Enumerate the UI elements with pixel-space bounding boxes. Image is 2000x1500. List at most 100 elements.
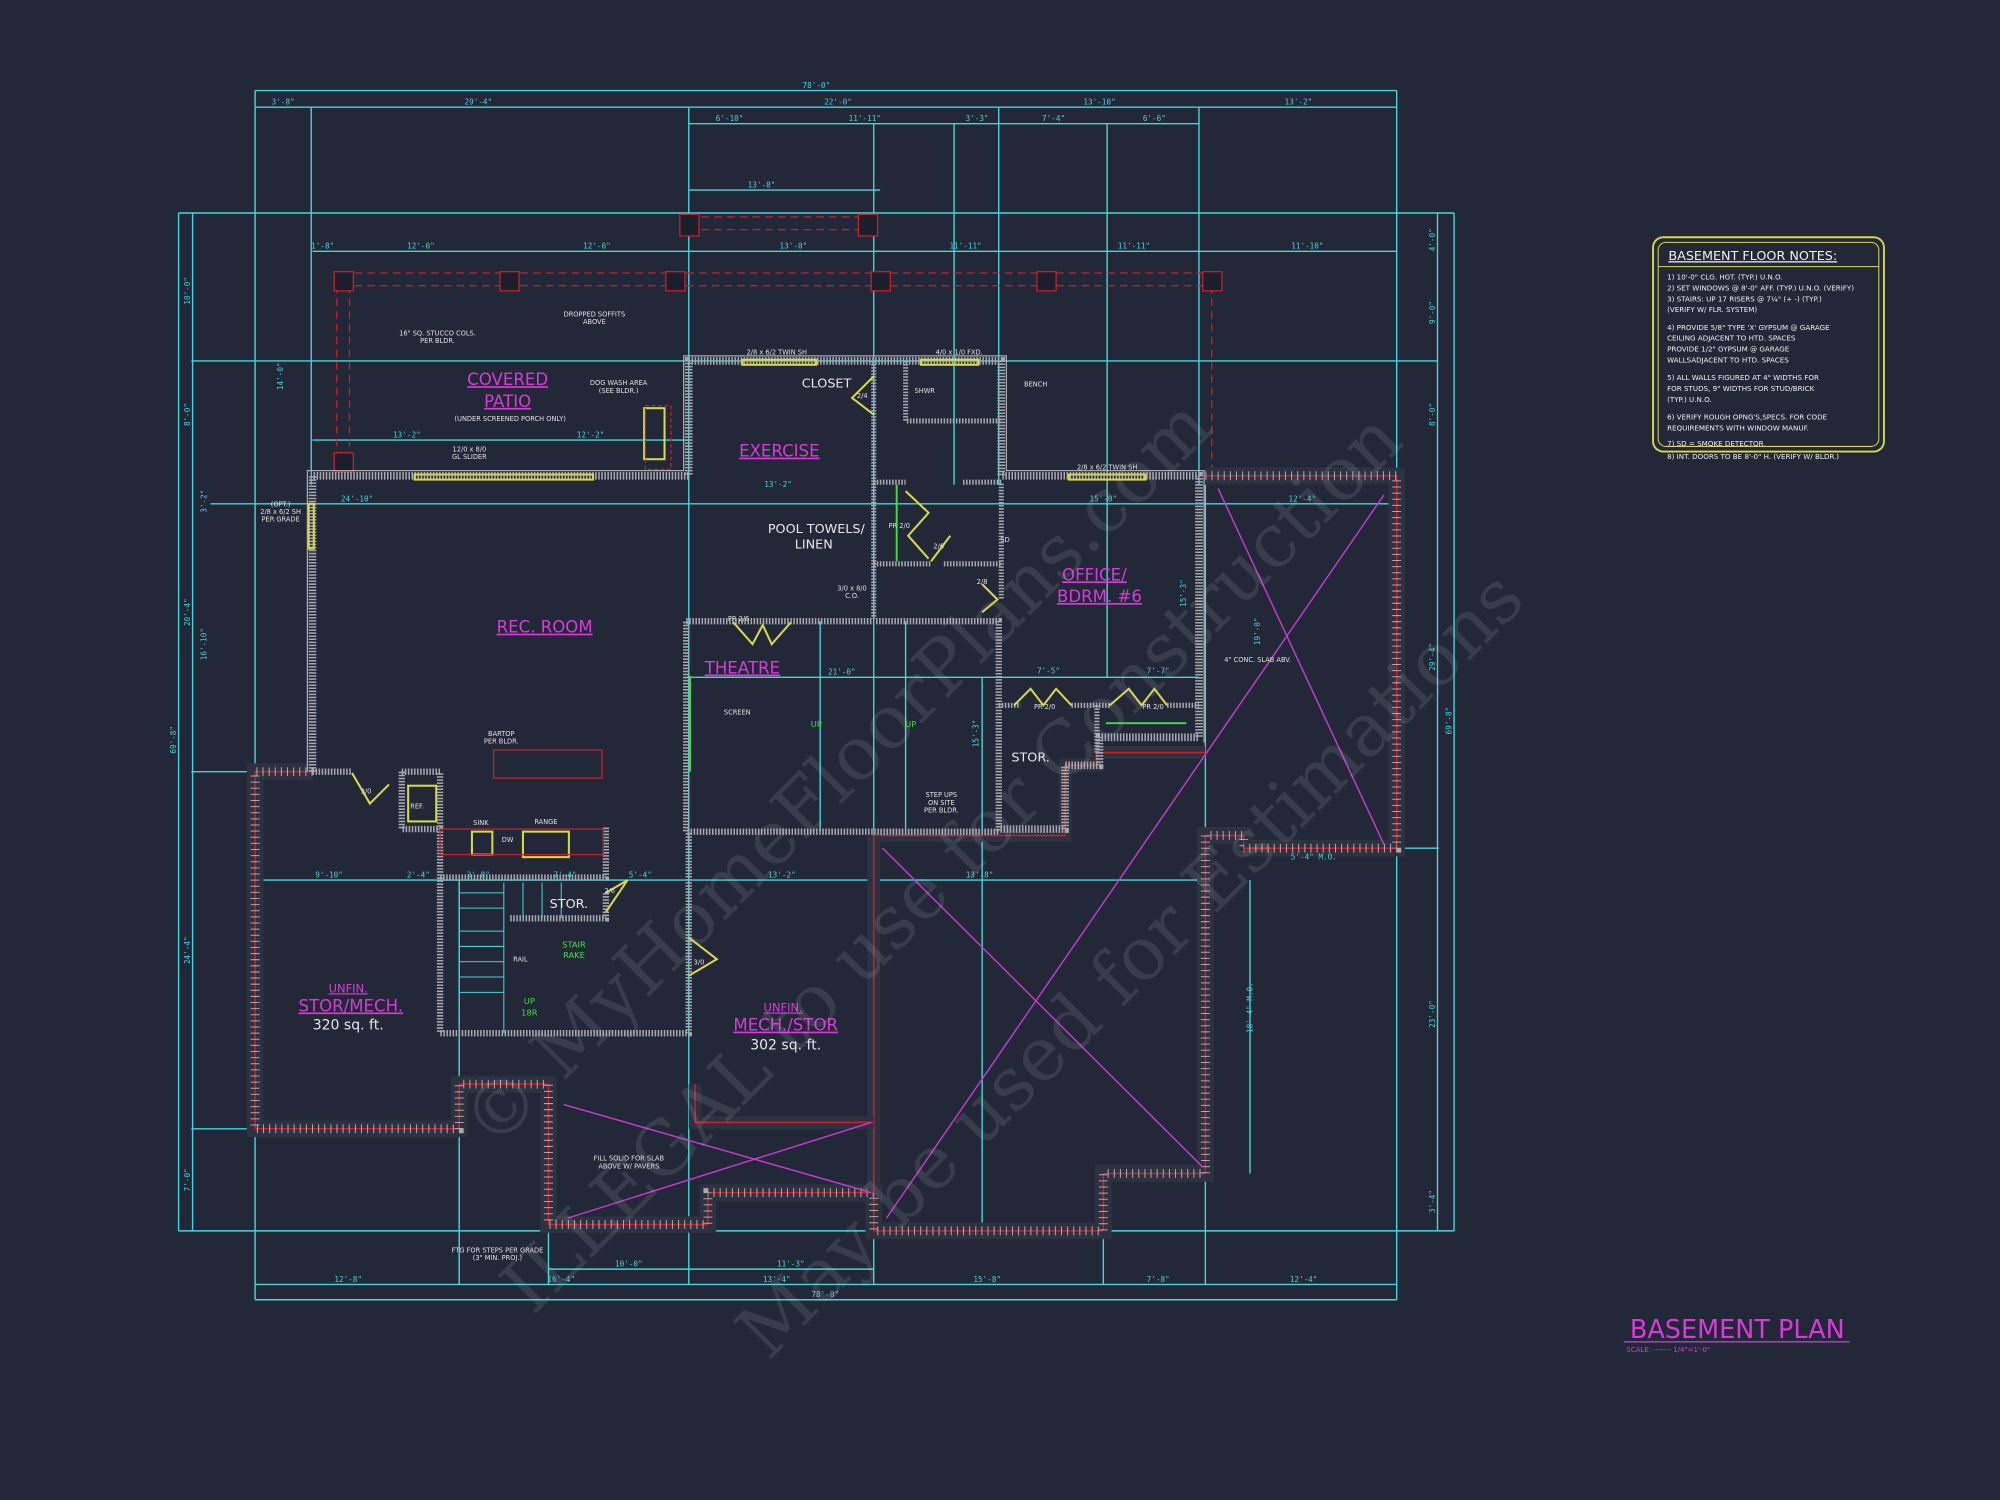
- note-line: 7) SD = SMOKE DETECTOR: [1667, 439, 1764, 448]
- dimension-label: 12'-4": [1288, 494, 1316, 503]
- dimension-label: 3'-8": [272, 98, 295, 107]
- note-line: PROVIDE 1/2" GYPSUM @ GARAGE: [1667, 345, 1790, 354]
- dimension-label: 13'-8": [748, 180, 776, 189]
- annotation-twin-sh-2: 2/8 x 6/2 TWIN SH: [1077, 463, 1137, 471]
- dimension-label: 16'-4": [547, 1275, 575, 1284]
- annotation-bench: BENCH: [1024, 380, 1047, 388]
- annotation-up1: UP: [811, 719, 822, 729]
- room-covered-patio-2: PATIO: [484, 392, 531, 411]
- annotation-doors-1: PR 2/0: [889, 522, 910, 530]
- annotation-range: RANGE: [534, 818, 557, 826]
- annotation-slider-1: GL SLIDER: [452, 453, 487, 461]
- basement-floor-notes: BASEMENT FLOOR NOTES: 1) 10'-0" CLG. HGT…: [1652, 236, 1885, 461]
- dimension-label: 15'-3": [971, 720, 980, 748]
- annotation-fxd: 4/0 x 1/0 FXD.: [936, 349, 983, 357]
- dimension-label: 6'-10": [716, 114, 744, 123]
- dimension-label: 13'-2": [768, 871, 796, 880]
- dimension-label: 4'-0": [1428, 228, 1437, 251]
- room-labels: COVERED PATIO (UNDER SCREENED PORCH ONLY…: [298, 370, 1142, 1054]
- dimension-label: 13'-0": [780, 242, 808, 251]
- dimension-label: 14'-0": [276, 362, 285, 390]
- annotation-up-18r-0: UP: [524, 996, 535, 1006]
- room-theatre: THEATRE: [704, 658, 780, 677]
- dimension-label: 7'-0": [183, 1168, 192, 1191]
- dropped-soffits: [336, 216, 1219, 472]
- note-line: FOR STUDS, 9" WIDTHS FOR STUD/BRICK: [1667, 384, 1815, 393]
- note-line: 2) SET WINDOWS @ 8'-0" AFF. (TYP.) U.N.O…: [1667, 283, 1854, 292]
- annotation-dw: DW: [502, 836, 514, 844]
- dimension-label: 13'-10": [1083, 98, 1115, 107]
- dimension-label: 11'-10": [1291, 242, 1323, 251]
- dimension-label: 3'-2": [200, 490, 209, 513]
- annotation-stucco-cols-1: PER BLDR.: [420, 337, 455, 345]
- note-line: 4) PROVIDE 5/8" TYPE 'X' GYPSUM @ GARAGE: [1667, 323, 1830, 332]
- dimension-label: 16'-10": [200, 628, 209, 660]
- dimension-label: 7'-7": [1147, 666, 1170, 675]
- annotation-fill-solid-0: FILL SOLID FOR SLAB: [594, 1155, 665, 1163]
- annotation-doors-5: PR 2/0: [1034, 703, 1055, 711]
- doors-windows: [307, 358, 1168, 977]
- stucco-columns: [333, 213, 1223, 473]
- dimension-label: 11'-11": [849, 114, 881, 123]
- annotation-ftg-0: FTG FOR STEPS PER GRADE: [452, 1247, 544, 1255]
- annotation-stucco-cols-0: 16" SQ. STUCCO COLS.: [399, 329, 476, 337]
- note-line: (TYP.) U.N.O.: [1667, 395, 1712, 404]
- annotation-opt-window-0: (OPT.): [271, 500, 291, 508]
- notes-title: BASEMENT FLOOR NOTES:: [1668, 249, 1837, 264]
- dimension-label: 69'-8": [1445, 707, 1454, 735]
- annotation-up-18r-1: 18R: [521, 1007, 538, 1017]
- annotation-doors-0: 2/4: [857, 392, 868, 400]
- note-line: 3) STAIRS: UP 17 RISERS @ 7¼" (+ -) (TYP…: [1667, 294, 1822, 303]
- annotation-doors-9: 3/0: [694, 958, 705, 966]
- room-stor-1: STOR.: [550, 897, 588, 912]
- dimension-label: 78'-0": [811, 1290, 839, 1299]
- annotation-rail: RAIL: [513, 956, 528, 964]
- room-unfin-stor-2: STOR/MECH.: [298, 996, 403, 1015]
- annotation-stair-rake-1: RAKE: [563, 950, 585, 960]
- dimension-label: 7'-5": [1037, 666, 1060, 675]
- annotation-opt-window-2: PER GRADE: [262, 516, 300, 524]
- dimension-label: 15'-8": [973, 1275, 1001, 1284]
- bar-and-counters: [439, 404, 672, 856]
- note-line: 1) 10'-0" CLG. HGT. (TYP.) U.N.O.: [1667, 272, 1783, 281]
- dimension-label: 2'-4": [407, 871, 430, 880]
- dimension-label: 7'-4": [1042, 114, 1065, 123]
- stairs: [458, 882, 562, 1034]
- slab-above-markers: [563, 488, 1385, 1219]
- annotation-slider-0: 12/0 x 8/0: [453, 446, 487, 454]
- annotation-doors-2: 2/6: [933, 542, 944, 550]
- annotation-dropped-soffits-1: ABOVE: [583, 318, 606, 326]
- dimension-label: 6'-6": [1143, 114, 1166, 123]
- annotation-bartop-0: BARTOP: [488, 730, 514, 738]
- dimension-label: 11'-11": [1118, 242, 1150, 251]
- plan-scale: SCALE: ------- 1/4"=1'-0": [1626, 1345, 1710, 1354]
- room-unfin-stor-1: UNFIN.: [329, 981, 368, 995]
- dimension-label: 3'-8": [467, 871, 490, 880]
- dimension-label: 7'-4": [554, 871, 577, 880]
- annotation-doors-8: 2/6: [604, 887, 615, 895]
- room-office-2: BDRM. #6: [1057, 587, 1142, 606]
- annotation-doors-6: PR 2/0: [1142, 703, 1163, 711]
- dimension-label: 78'-0": [803, 81, 831, 90]
- annotation-slab: 4" CONC. SLAB ABV.: [1224, 656, 1291, 664]
- annotation-dog-wash-1: (SEE BLDR.): [599, 387, 639, 395]
- room-stor-2: STOR.: [1011, 750, 1049, 765]
- annotation-sink: SINK: [473, 819, 489, 827]
- room-pool-towels-2: LINEN: [795, 537, 833, 552]
- annotation-co-1: C.O.: [845, 592, 859, 600]
- room-pool-towels-1: POOL TOWELS/: [768, 522, 866, 537]
- plan-title: BASEMENT PLAN: [1630, 1315, 1845, 1345]
- dimension-label: 23'-0": [1428, 1000, 1437, 1028]
- annotation-step-ups-2: PER BLDR.: [924, 806, 959, 814]
- room-unfin-mech-1: UNFIN.: [764, 1000, 803, 1014]
- green-elements: [689, 484, 1187, 772]
- room-unfin-mech-area: 302 sq. ft.: [750, 1038, 821, 1054]
- dimension-label: 10'-0": [183, 277, 192, 305]
- dimension-label: 13'-2": [764, 480, 792, 489]
- dimension-label: 7'-8": [1147, 1275, 1170, 1284]
- dimension-label: 20'-4": [183, 598, 192, 626]
- annotations: 16" SQ. STUCCO COLS.PER BLDR.DROPPED SOF…: [260, 310, 1291, 1262]
- annotation-doors-4: PR 2/6: [728, 615, 749, 623]
- annotation-ftg-1: (3" MIN. PROJ.): [473, 1254, 523, 1262]
